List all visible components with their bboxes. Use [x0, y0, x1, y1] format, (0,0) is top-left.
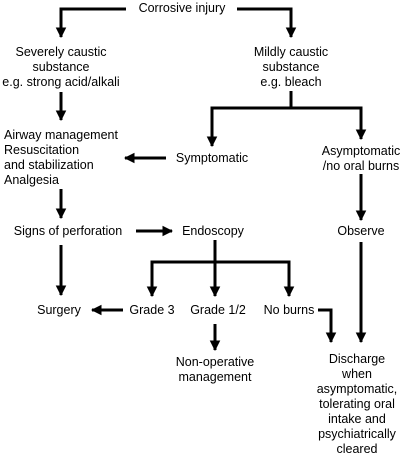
- edge-mild-to-symptomatic: [206, 106, 291, 148]
- node-non-operative-management: Non-operative management: [175, 355, 255, 384]
- node-grade-1-2: Grade 1/2: [190, 303, 246, 317]
- node-surgery: Surgery: [37, 303, 81, 317]
- node-no-burns: No burns: [263, 303, 315, 317]
- edge-endoscopy-to-grade3: [146, 260, 215, 298]
- edge-injury-to-mild: [237, 7, 297, 39]
- edge-injury-to-severe: [55, 7, 126, 39]
- node-airway-management: Airway management Resuscitation and stab…: [4, 128, 118, 187]
- edge-noburns-to-discharge: [318, 308, 337, 344]
- node-grade-3: Grade 3: [129, 303, 175, 317]
- edge-mild-to-asymptomatic: [291, 106, 367, 141]
- node-severely-caustic: Severely caustic substance e.g. strong a…: [2, 45, 120, 89]
- node-observe: Observe: [337, 224, 385, 238]
- node-symptomatic: Symptomatic: [175, 151, 249, 165]
- edge-endoscopy-to-noburns: [215, 260, 295, 298]
- node-asymptomatic: Asymptomatic /no oral burns: [321, 144, 401, 173]
- node-signs-of-perforation: Signs of perforation: [13, 224, 123, 238]
- node-endoscopy: Endoscopy: [182, 224, 244, 238]
- node-mildly-caustic: Mildly caustic substance e.g. bleach: [253, 45, 329, 89]
- corrosive-injury-flowchart: Corrosive injury Severely caustic substa…: [2, 1, 401, 456]
- node-discharge: Discharge when asymptomatic, tolerating …: [316, 352, 398, 456]
- flowchart-connectors: [55, 7, 367, 352]
- node-corrosive-injury: Corrosive injury: [138, 1, 226, 15]
